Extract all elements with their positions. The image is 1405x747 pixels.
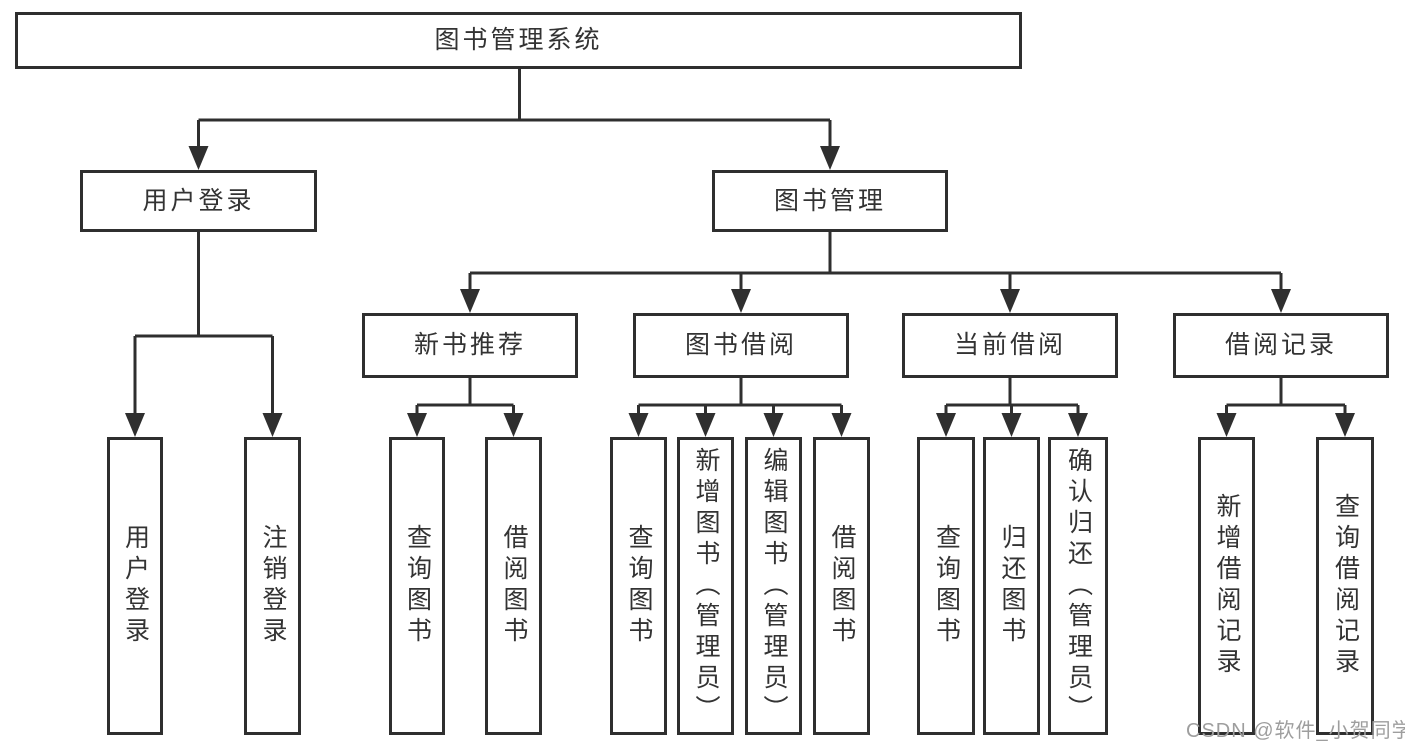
leaf-add-book-admin: 新增图书（管理员） xyxy=(677,437,734,735)
leaf-query-books-current-label: 查询图书 xyxy=(932,524,961,648)
csdn-watermark: CSDN @软件_小贺同学 xyxy=(1186,720,1405,742)
leaf-logout-label: 注销登录 xyxy=(259,524,287,648)
connector-user-login-branch xyxy=(125,232,283,437)
leaf-edit-book-admin-label: 编辑图书（管理员） xyxy=(760,446,788,726)
leaf-query-books-borrowing: 查询图书 xyxy=(610,437,667,735)
leaf-query-borrow-record: 查询借阅记录 xyxy=(1316,437,1374,735)
connector-current-borrowing-branch xyxy=(936,378,1088,437)
node-library-system: 图书管理系统 xyxy=(15,12,1022,69)
leaf-add-borrow-record: 新增借阅记录 xyxy=(1198,437,1255,735)
leaf-query-books-current: 查询图书 xyxy=(917,437,975,735)
node-library-system-label: 图书管理系统 xyxy=(434,26,603,54)
node-user-login: 用户登录 xyxy=(80,170,317,232)
leaf-borrow-books-borrowing-label: 借阅图书 xyxy=(828,524,856,648)
leaf-confirm-return-admin: 确认归还（管理员） xyxy=(1048,437,1108,735)
leaf-edit-book-admin: 编辑图书（管理员） xyxy=(745,437,802,735)
leaf-borrow-books-recommend-label: 借阅图书 xyxy=(500,524,528,648)
connector-root-branch xyxy=(188,69,840,170)
leaf-borrow-books-borrowing: 借阅图书 xyxy=(813,437,870,735)
node-new-book-recommendation-label: 新书推荐 xyxy=(413,331,526,359)
leaf-confirm-return-admin-label: 确认归还（管理员） xyxy=(1064,446,1093,726)
leaf-query-books-recommend: 查询图书 xyxy=(389,437,445,735)
node-user-login-label: 用户登录 xyxy=(142,186,255,215)
leaf-return-books: 归还图书 xyxy=(983,437,1040,735)
connector-book-management-branch xyxy=(460,232,1291,313)
node-borrowing-records-label: 借阅记录 xyxy=(1224,331,1337,359)
node-current-borrowing-label: 当前借阅 xyxy=(953,331,1066,359)
leaf-query-books-borrowing-label: 查询图书 xyxy=(625,524,653,648)
leaf-borrow-books-recommend: 借阅图书 xyxy=(485,437,542,735)
leaf-query-borrow-record-label: 查询借阅记录 xyxy=(1331,493,1360,679)
node-current-borrowing: 当前借阅 xyxy=(902,313,1118,378)
node-borrowing-records: 借阅记录 xyxy=(1173,313,1389,378)
connector-book-borrowing-branch xyxy=(628,378,852,437)
leaf-user-login: 用户登录 xyxy=(107,437,163,735)
leaf-logout: 注销登录 xyxy=(244,437,301,735)
leaf-return-books-label: 归还图书 xyxy=(998,524,1026,648)
leaf-add-borrow-record-label: 新增借阅记录 xyxy=(1213,493,1241,679)
connector-new-book-branch xyxy=(407,378,524,437)
node-new-book-recommendation: 新书推荐 xyxy=(362,313,578,378)
leaf-user-login-label: 用户登录 xyxy=(121,524,150,648)
node-book-borrowing-label: 图书借阅 xyxy=(684,331,797,359)
leaf-add-book-admin-label: 新增图书（管理员） xyxy=(692,446,720,726)
node-book-borrowing: 图书借阅 xyxy=(633,313,849,378)
node-book-management: 图书管理 xyxy=(712,170,948,232)
node-book-management-label: 图书管理 xyxy=(773,186,886,215)
leaf-query-books-recommend-label: 查询图书 xyxy=(403,524,432,648)
connector-borrowing-records-branch xyxy=(1216,378,1355,437)
